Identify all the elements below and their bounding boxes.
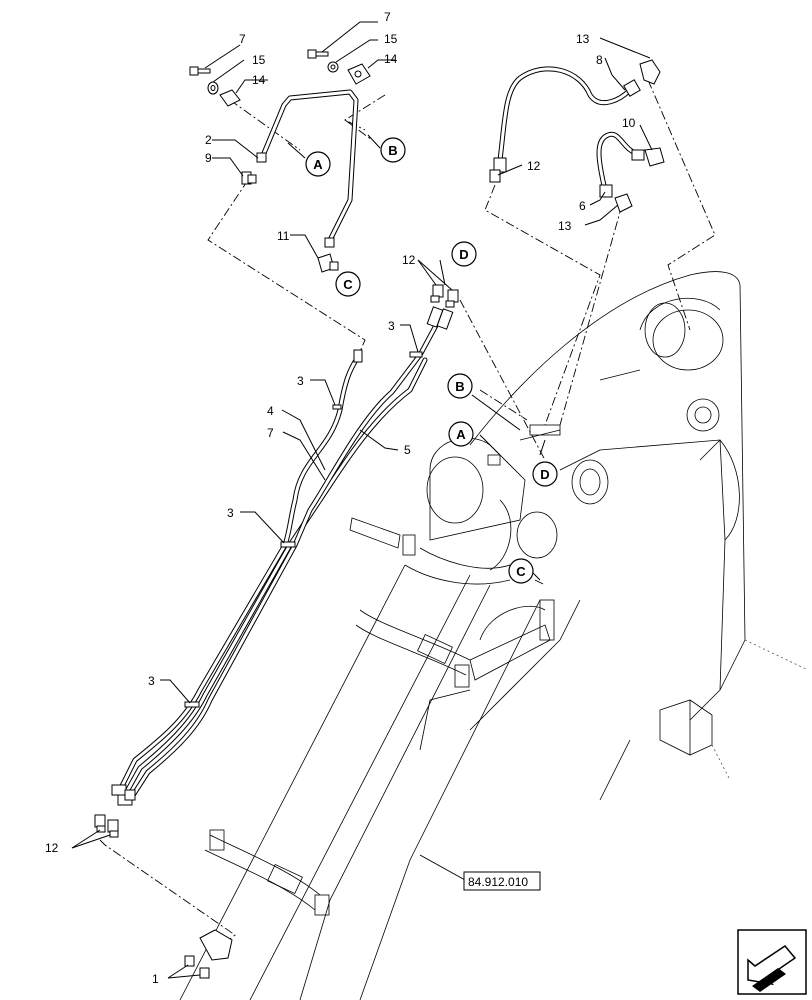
washer-15b [327,61,339,73]
svg-text:C: C [516,564,526,579]
callout-3b: 3 [297,374,304,388]
callout-3d: 3 [148,674,155,688]
svg-text:A: A [456,427,466,442]
callout-7b: 7 [384,10,391,24]
next-page-arrow-icon[interactable] [737,929,807,995]
washer-15a [207,81,219,95]
callout-15a: 15 [252,53,266,67]
circle-label-b-top: B [380,137,406,163]
adapters-12-top [430,284,459,308]
callout-4: 4 [267,404,274,418]
bracket-1 [184,929,233,979]
clip-14a [219,89,241,107]
callout-14a: 14 [252,73,266,87]
callout-5: 5 [404,443,411,457]
svg-text:D: D [540,467,549,482]
hose-6 [596,131,645,198]
callout-14b: 14 [384,52,398,66]
circle-label-d-mid: D [532,461,558,487]
callout-2: 2 [205,133,212,147]
svg-text:B: B [388,143,397,158]
adapters-12-bottom [94,814,119,838]
callout-10: 10 [622,116,636,130]
callout-12b: 12 [402,253,416,267]
circle-label-d-top: D [451,241,477,267]
circle-label-a-mid: A [448,421,474,447]
callout-11: 11 [277,229,290,243]
elbow-13a [639,59,661,85]
hose-bundle [111,306,454,806]
callout-15b: 15 [384,32,398,46]
loader-arm-drawing [179,271,809,1000]
adapter-9 [241,171,257,185]
hose-8 [489,66,641,183]
callout-7c: 7 [267,426,274,440]
bolt-7b [307,49,329,59]
callout-7a: 7 [239,32,246,46]
callout-13b: 13 [558,219,572,233]
circle-label-b-mid: B [447,373,473,399]
svg-text:A: A [313,157,323,172]
callout-6: 6 [579,199,586,213]
clip-14b [347,63,371,85]
reference-link[interactable]: 84.912.010 [463,871,541,891]
callout-13a: 13 [576,32,590,46]
callout-12c: 12 [45,841,59,855]
tee-10 [644,147,665,167]
svg-text:B: B [455,379,464,394]
callout-3c: 3 [227,506,234,520]
callout-8: 8 [596,53,603,67]
svg-text:D: D [459,247,468,262]
circle-label-c-mid: C [508,558,534,584]
leader-lines [71,21,653,979]
elbow-11 [317,253,339,273]
elbow-13b [614,193,633,213]
callout-9: 9 [205,151,212,165]
callout-3a: 3 [388,319,395,333]
callout-numbers: 7 15 14 7 15 14 2 9 11 13 8 12 10 6 13 1… [45,10,636,986]
svg-text:C: C [343,277,353,292]
callout-12a: 12 [527,159,541,173]
rigid-tube [256,89,359,248]
circle-label-c-top: C [335,271,361,297]
bolt-7a [189,66,211,76]
callout-1: 1 [152,972,159,986]
circle-label-a-top: A [305,151,331,177]
circle-labels: A B C D B A D C [305,137,558,584]
reference-label: 84.912.010 [468,875,528,889]
